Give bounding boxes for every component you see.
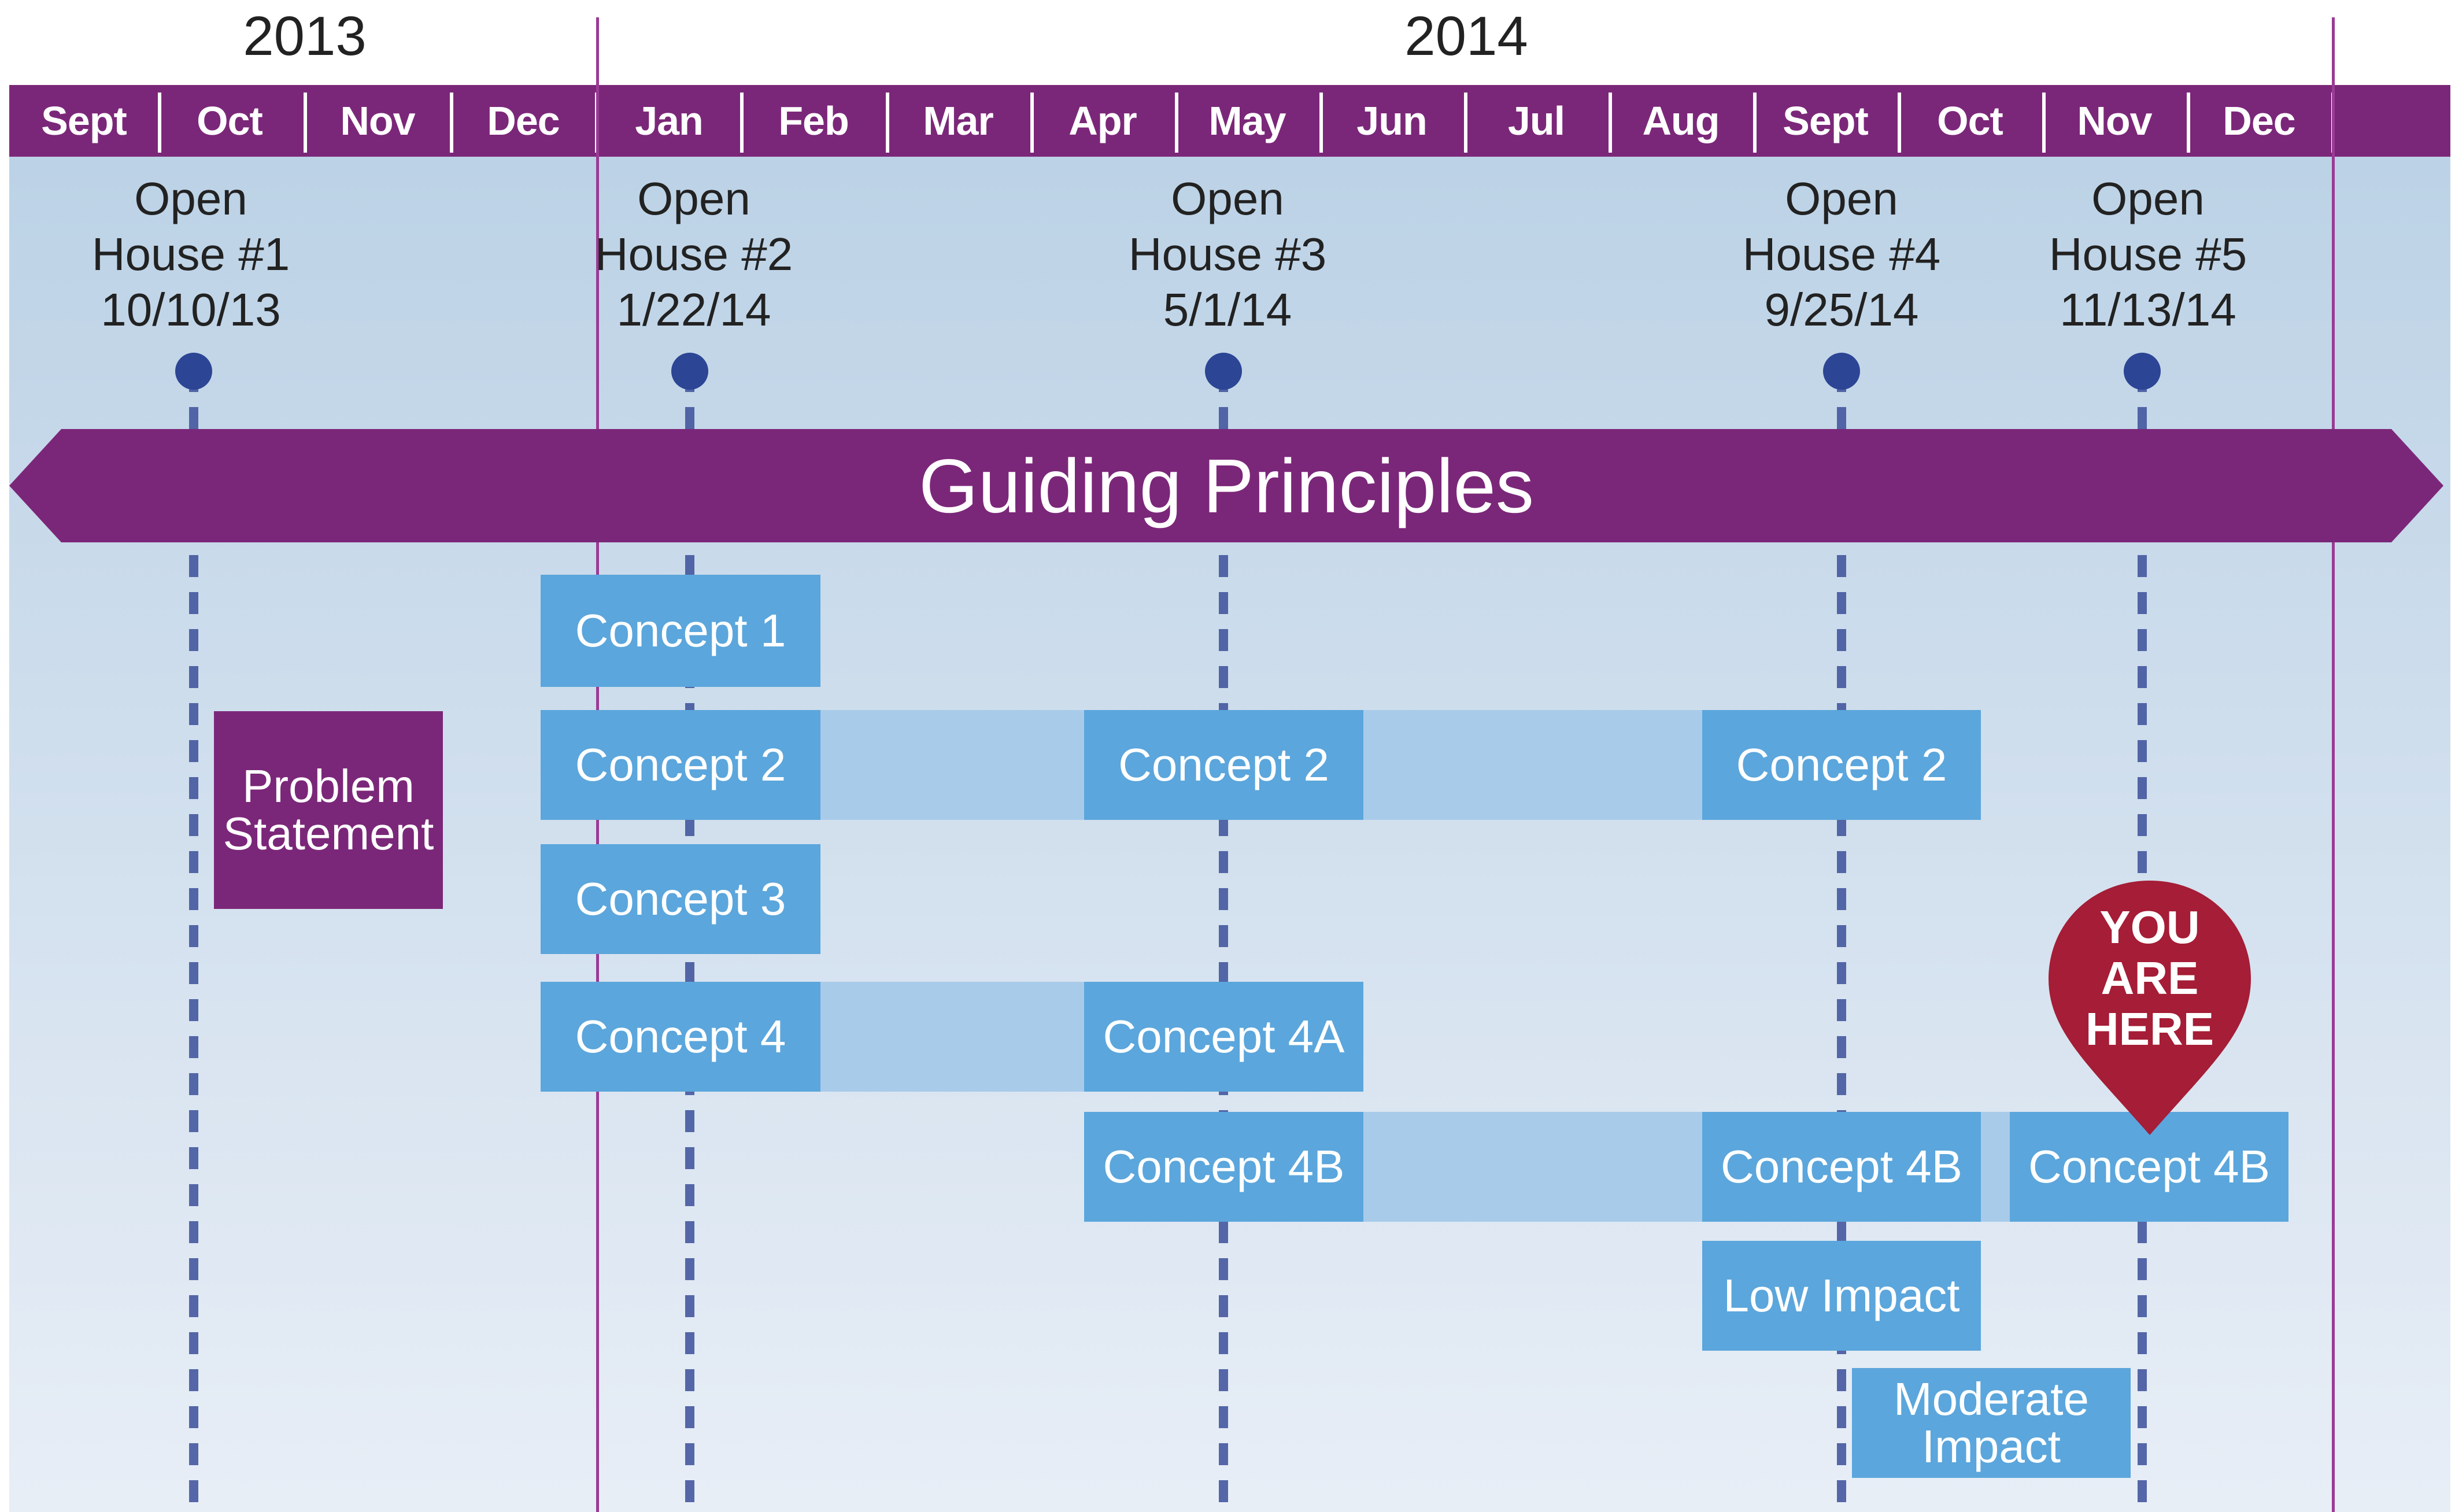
month-separator xyxy=(886,93,889,153)
you-are-here-line2: ARE xyxy=(2101,952,2199,1004)
month-separator xyxy=(158,93,161,153)
open-house-2-line2: House #2 xyxy=(594,228,793,280)
month-label: May xyxy=(1208,98,1286,143)
month-label: Oct xyxy=(197,98,263,143)
open-house-1-line2: House #1 xyxy=(91,228,290,280)
guiding-principles-label: Guiding Principles xyxy=(919,443,1534,528)
month-separator xyxy=(1175,93,1178,153)
month-label: Sept xyxy=(1783,98,1869,143)
month-label: Jan xyxy=(635,98,704,143)
month-separator xyxy=(1898,93,1901,153)
open-house-3-date: 5/1/14 xyxy=(1163,284,1292,335)
moderate-impact-line2: Impact xyxy=(1921,1421,2061,1472)
month-label: Jul xyxy=(1507,98,1565,143)
milestone-dot-3 xyxy=(1205,353,1242,390)
open-house-3-line1: Open xyxy=(1171,173,1284,224)
open-house-3-label: Open House #3 5/1/14 xyxy=(1066,171,1389,338)
open-house-4-label: Open House #4 9/25/14 xyxy=(1680,171,2003,338)
month-label: Sept xyxy=(41,98,127,143)
month-separator xyxy=(450,93,453,153)
month-label: Apr xyxy=(1068,98,1137,143)
problem-statement-box: Problem Statement xyxy=(214,711,443,909)
open-house-1-date: 10/10/13 xyxy=(101,284,281,335)
milestone-dot-1 xyxy=(175,353,212,390)
open-house-1-line1: Open xyxy=(134,173,247,224)
concept-4b-box-sept: Concept 4B xyxy=(1702,1112,1981,1222)
month-separator xyxy=(2042,93,2046,153)
concept-4-connector xyxy=(820,982,1084,1092)
open-house-5-date: 11/13/14 xyxy=(2060,284,2236,335)
milestone-line-3 xyxy=(1219,370,1228,1512)
open-house-5-line2: House #5 xyxy=(2049,228,2247,280)
concept-4a-box: Concept 4A xyxy=(1084,982,1363,1092)
open-house-5-line1: Open xyxy=(2091,173,2205,224)
concept-2-connector-2 xyxy=(1363,710,1702,820)
month-label: Nov xyxy=(340,98,415,143)
month-label: Aug xyxy=(1642,98,1720,143)
month-separator xyxy=(2187,93,2190,153)
month-separator xyxy=(304,93,307,153)
concept-2-box-may: Concept 2 xyxy=(1084,710,1363,820)
concept-4b-connector-1 xyxy=(1363,1112,1702,1222)
month-label: Jun xyxy=(1356,98,1427,143)
concept-2-box-jan: Concept 2 xyxy=(541,710,820,820)
open-house-1-label: Open House #1 10/10/13 xyxy=(29,171,353,338)
month-separator xyxy=(1753,93,1757,153)
problem-statement-line1: Problem xyxy=(242,760,415,812)
year-label-2013: 2013 xyxy=(243,5,367,67)
milestone-dot-5 xyxy=(2124,353,2161,390)
month-label: Dec xyxy=(2223,98,2295,143)
moderate-impact-box: Moderate Impact xyxy=(1852,1368,2131,1478)
month-label: Mar xyxy=(923,98,993,143)
concept-4b-box-nov: Concept 4B xyxy=(2010,1112,2288,1222)
open-house-2-label: Open House #2 1/22/14 xyxy=(532,171,856,338)
milestone-dot-2 xyxy=(671,353,708,390)
month-separator xyxy=(1609,93,1612,153)
open-house-3-line2: House #3 xyxy=(1128,228,1327,280)
month-separator xyxy=(1464,93,1467,153)
concept-4-box: Concept 4 xyxy=(541,982,820,1092)
problem-statement-line2: Statement xyxy=(223,808,434,859)
you-are-here-line1: YOU xyxy=(2099,901,2200,953)
open-house-4-line1: Open xyxy=(1785,173,1898,224)
year-divider-2014-end xyxy=(2332,17,2335,1512)
you-are-here-marker xyxy=(2049,881,2251,1135)
you-are-here-line3: HERE xyxy=(2085,1003,2214,1055)
concept-2-connector-1 xyxy=(820,710,1084,820)
milestone-dot-4 xyxy=(1823,353,1860,390)
month-separator xyxy=(1319,93,1323,153)
concept-4b-connector-2 xyxy=(1981,1112,2010,1222)
you-are-here-label: YOU ARE HERE xyxy=(2049,902,2251,1055)
open-house-5-label: Open House #5 11/13/14 xyxy=(1986,171,2310,338)
open-house-4-line2: House #4 xyxy=(1742,228,1941,280)
guiding-principles-shape xyxy=(9,429,2443,542)
month-label: Feb xyxy=(778,98,849,143)
concept-2-box-sept: Concept 2 xyxy=(1702,710,1981,820)
milestone-line-1 xyxy=(189,370,198,1512)
open-house-4-date: 9/25/14 xyxy=(1764,284,1919,335)
guiding-principles-arrow: Guiding Principles xyxy=(9,429,2443,542)
concept-1-box: Concept 1 xyxy=(541,575,820,687)
month-separator xyxy=(1030,93,1034,153)
low-impact-box: Low Impact xyxy=(1702,1241,1981,1351)
concept-3-box: Concept 3 xyxy=(541,844,820,954)
moderate-impact-line1: Moderate xyxy=(1894,1373,2089,1425)
month-label: Oct xyxy=(1937,98,2003,143)
month-label: Dec xyxy=(487,98,560,143)
open-house-2-line1: Open xyxy=(637,173,750,224)
year-label-2014: 2014 xyxy=(1404,5,1528,67)
milestone-line-4 xyxy=(1837,370,1846,1512)
month-label: Nov xyxy=(2077,98,2152,143)
month-separator xyxy=(740,93,744,153)
open-house-2-date: 1/22/14 xyxy=(616,284,771,335)
concept-4b-box-may: Concept 4B xyxy=(1084,1112,1363,1222)
